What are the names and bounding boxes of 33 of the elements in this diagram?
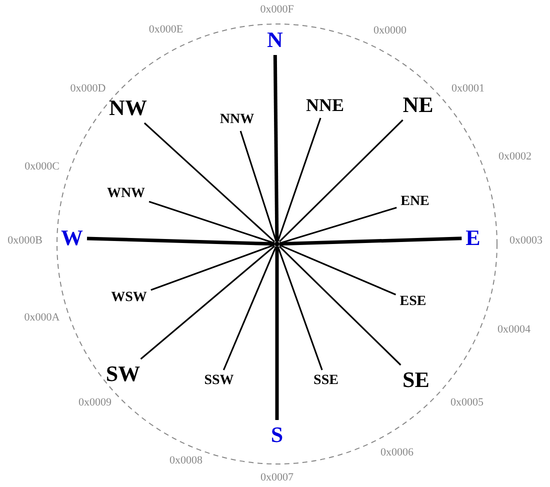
direction-label: WSW — [111, 291, 147, 305]
hex-code-label: 0x000B — [8, 236, 42, 246]
hex-code-label: 0x0006 — [380, 448, 414, 458]
hex-code-label: 0x000A — [24, 312, 60, 324]
direction-label: ESE — [400, 295, 426, 309]
hex-code-label: 0x0002 — [498, 152, 532, 162]
direction-label: NE — [402, 94, 434, 116]
hex-code-label: 0x0005 — [450, 398, 484, 408]
hex-code-label: 0x000D — [70, 84, 106, 94]
direction-label: SSE — [314, 374, 338, 388]
hex-code-label: 0x0004 — [498, 324, 530, 336]
direction-label: W — [61, 227, 83, 249]
direction-label: NNW — [220, 113, 254, 127]
hex-code-label: 0x000F — [260, 4, 294, 16]
hex-code-label: 0x0001 — [452, 84, 484, 94]
direction-label: NW — [109, 97, 147, 119]
direction-label: WNW — [106, 187, 146, 201]
hex-code-label: 0x000E — [148, 24, 184, 36]
direction-label: NNE — [306, 96, 344, 114]
center-hub — [274, 242, 280, 246]
hex-code-label: 0x0008 — [170, 456, 202, 466]
hex-code-label: 0x0009 — [78, 398, 112, 408]
hex-code-label: 0x0000 — [374, 26, 406, 36]
hex-code-label: 0x000C — [24, 162, 60, 172]
direction-label: E — [466, 227, 480, 249]
direction-label: SE — [402, 369, 430, 391]
direction-label: S — [270, 424, 284, 446]
hex-code-label: 0x0003 — [510, 236, 542, 246]
direction-label: N — [267, 29, 283, 51]
direction-label: SW — [106, 363, 140, 385]
direction-label: SSW — [204, 374, 234, 388]
hex-code-label: 0x0007 — [260, 472, 294, 484]
direction-label: ENE — [400, 195, 430, 209]
